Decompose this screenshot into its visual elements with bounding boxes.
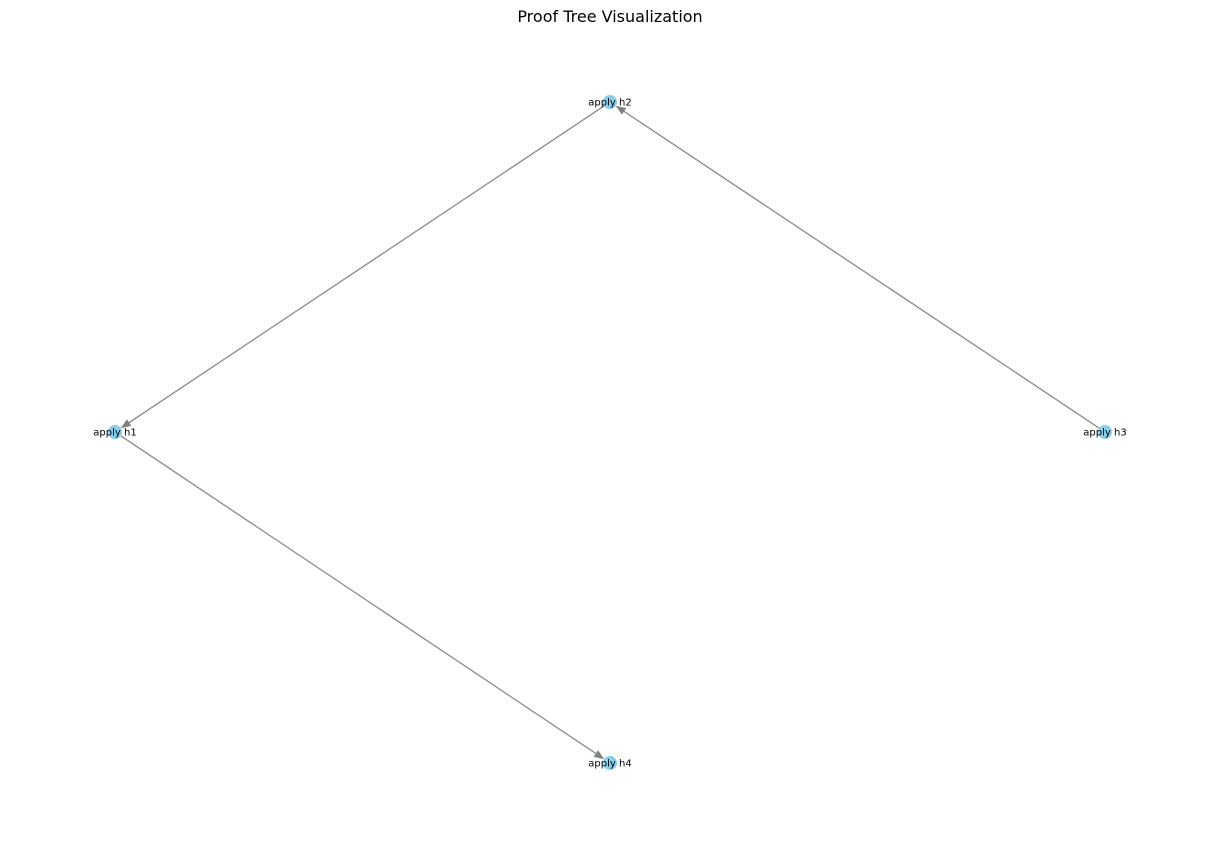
node-label: apply h2 xyxy=(588,98,631,109)
node-h2: apply h2 xyxy=(588,95,632,109)
edges-layer xyxy=(120,105,1100,760)
node-label: apply h3 xyxy=(1083,428,1126,439)
graph-title: Proof Tree Visualization xyxy=(517,7,703,26)
node-marker xyxy=(603,756,617,770)
nodes-layer: apply h2 apply h1 apply h3 apply h4 xyxy=(93,95,1127,770)
node-label: apply h1 xyxy=(93,428,136,439)
edge-h2-to-h1 xyxy=(120,105,605,429)
edge-h3-to-h2 xyxy=(615,105,1100,429)
edge-h1-to-h4 xyxy=(120,435,605,760)
node-label: apply h4 xyxy=(588,759,631,770)
node-h4: apply h4 xyxy=(588,756,632,770)
node-h1: apply h1 xyxy=(93,425,137,439)
node-marker xyxy=(108,425,122,439)
node-marker xyxy=(1098,425,1112,439)
node-marker xyxy=(603,95,617,109)
node-h3: apply h3 xyxy=(1083,425,1127,439)
